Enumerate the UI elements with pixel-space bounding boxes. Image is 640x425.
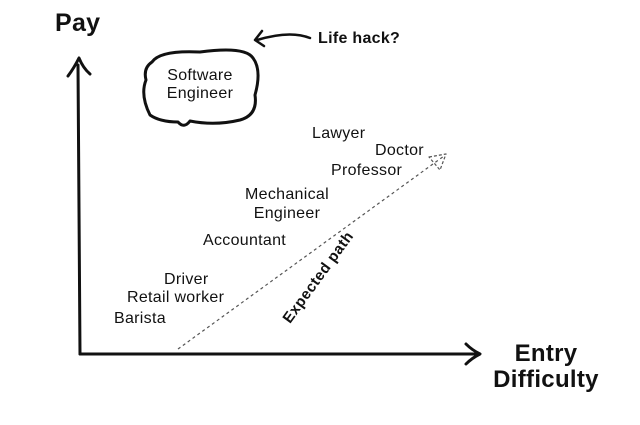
point-label-retail-worker: Retail worker <box>127 289 225 306</box>
point-label-software-engineer-2: Engineer <box>166 85 234 102</box>
point-label-mechanical-engineer-1: Mechanical <box>245 186 329 203</box>
x-axis-label-line2: Difficulty <box>493 366 599 393</box>
point-label-software-engineer-1: Software <box>167 67 233 84</box>
point-label-lawyer: Lawyer <box>312 125 366 142</box>
expected-path-label: Expected path <box>279 228 357 326</box>
point-label-professor: Professor <box>331 162 403 179</box>
y-axis-label: Pay <box>55 9 101 37</box>
y-axis-arrowhead <box>66 56 92 78</box>
expected-path-line <box>177 155 445 350</box>
point-label-doctor: Doctor <box>375 142 424 159</box>
x-axis-arrowhead <box>464 342 482 366</box>
callout-arrow <box>255 33 312 42</box>
software-engineer-bubble <box>142 48 260 127</box>
point-label-barista: Barista <box>114 310 166 327</box>
point-label-driver: Driver <box>164 271 209 288</box>
point-label-accountant: Accountant <box>203 232 287 249</box>
point-label-mechanical-engineer-2: Engineer <box>253 205 321 222</box>
life-hack-label: Life hack? <box>318 30 401 47</box>
x-axis-label-line1: Entry <box>514 340 578 367</box>
expected-path-arrowhead <box>428 153 447 171</box>
y-axis <box>76 63 82 356</box>
callout-arrowhead <box>253 29 266 48</box>
